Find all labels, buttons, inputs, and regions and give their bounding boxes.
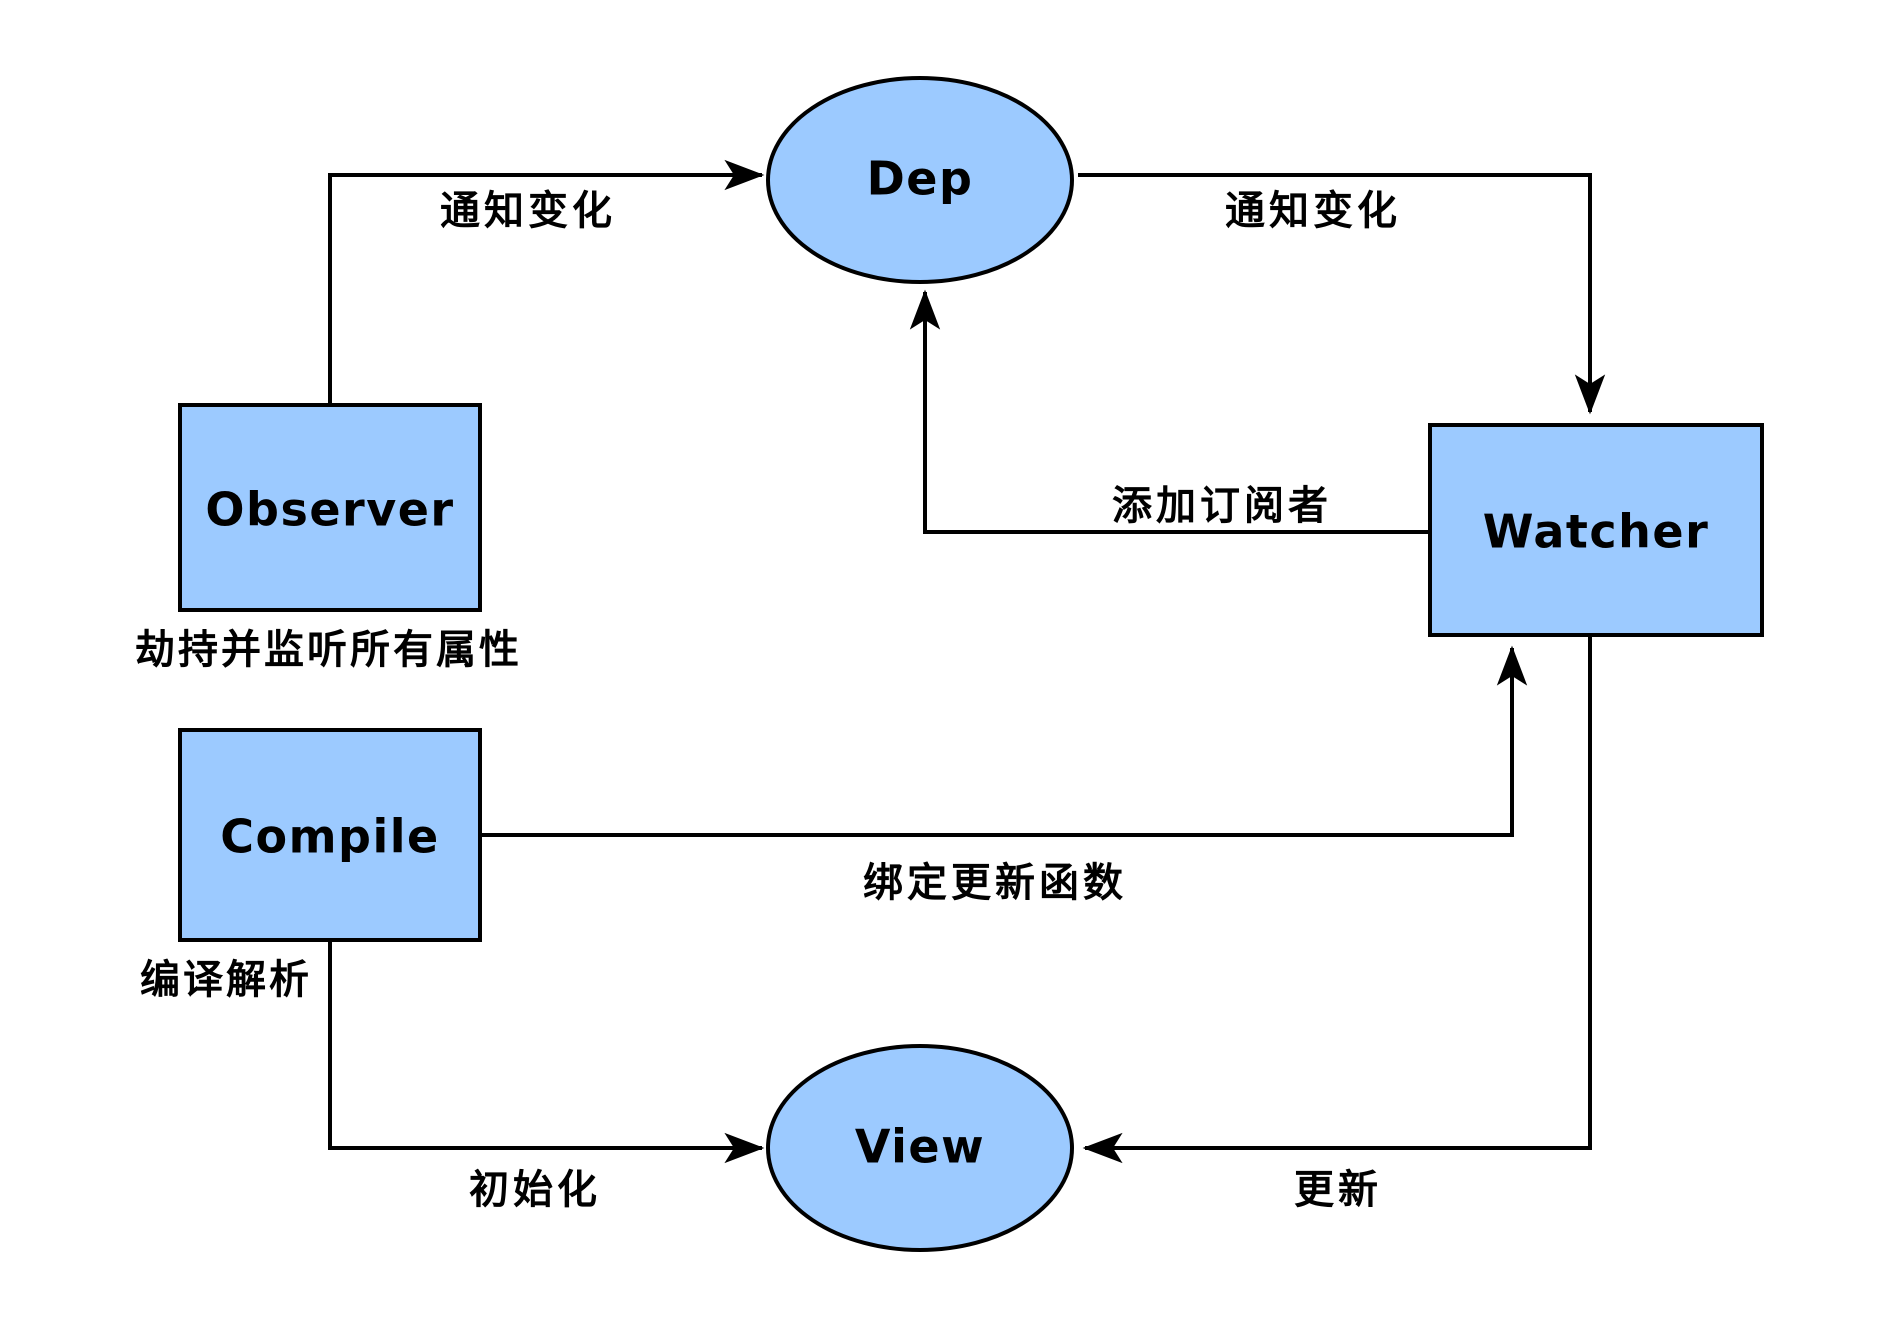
node-dep[interactable] <box>766 76 1074 284</box>
node-observer[interactable] <box>178 403 482 612</box>
edge-compile-to-view <box>328 940 765 1164</box>
node-view-label: View <box>855 1120 985 1174</box>
edge-label-watcher-to-dep: 添加订阅者 <box>1112 483 1332 529</box>
edge-label-watcher-to-view: 更新 <box>1294 1167 1382 1213</box>
node-dep-label: Dep <box>867 152 974 206</box>
node-compile-label: Compile <box>220 810 439 864</box>
edge-label-compile-to-watcher: 绑定更新函数 <box>863 860 1127 906</box>
edge-observer-to-dep <box>328 159 765 405</box>
edge-dep-to-watcher <box>1078 173 1606 415</box>
node-watcher-label: Watcher <box>1483 505 1710 559</box>
edge-watcher-to-view <box>1082 635 1592 1164</box>
node-watcher[interactable] <box>1428 423 1764 637</box>
node-observer-label: Observer <box>205 483 454 537</box>
node-observer-caption: 劫持并监听所有属性 <box>135 627 522 673</box>
edge-compile-to-watcher <box>480 645 1528 837</box>
node-compile[interactable] <box>178 728 482 942</box>
edge-label-compile-to-view: 初始化 <box>469 1167 601 1213</box>
edge-watcher-to-dep <box>909 289 1430 534</box>
edge-label-dep-to-watcher: 通知变化 <box>1225 188 1401 234</box>
node-compile-caption: 编译解析 <box>140 957 312 1003</box>
edge-label-observer-to-dep: 通知变化 <box>440 188 616 234</box>
node-view[interactable] <box>766 1044 1074 1252</box>
